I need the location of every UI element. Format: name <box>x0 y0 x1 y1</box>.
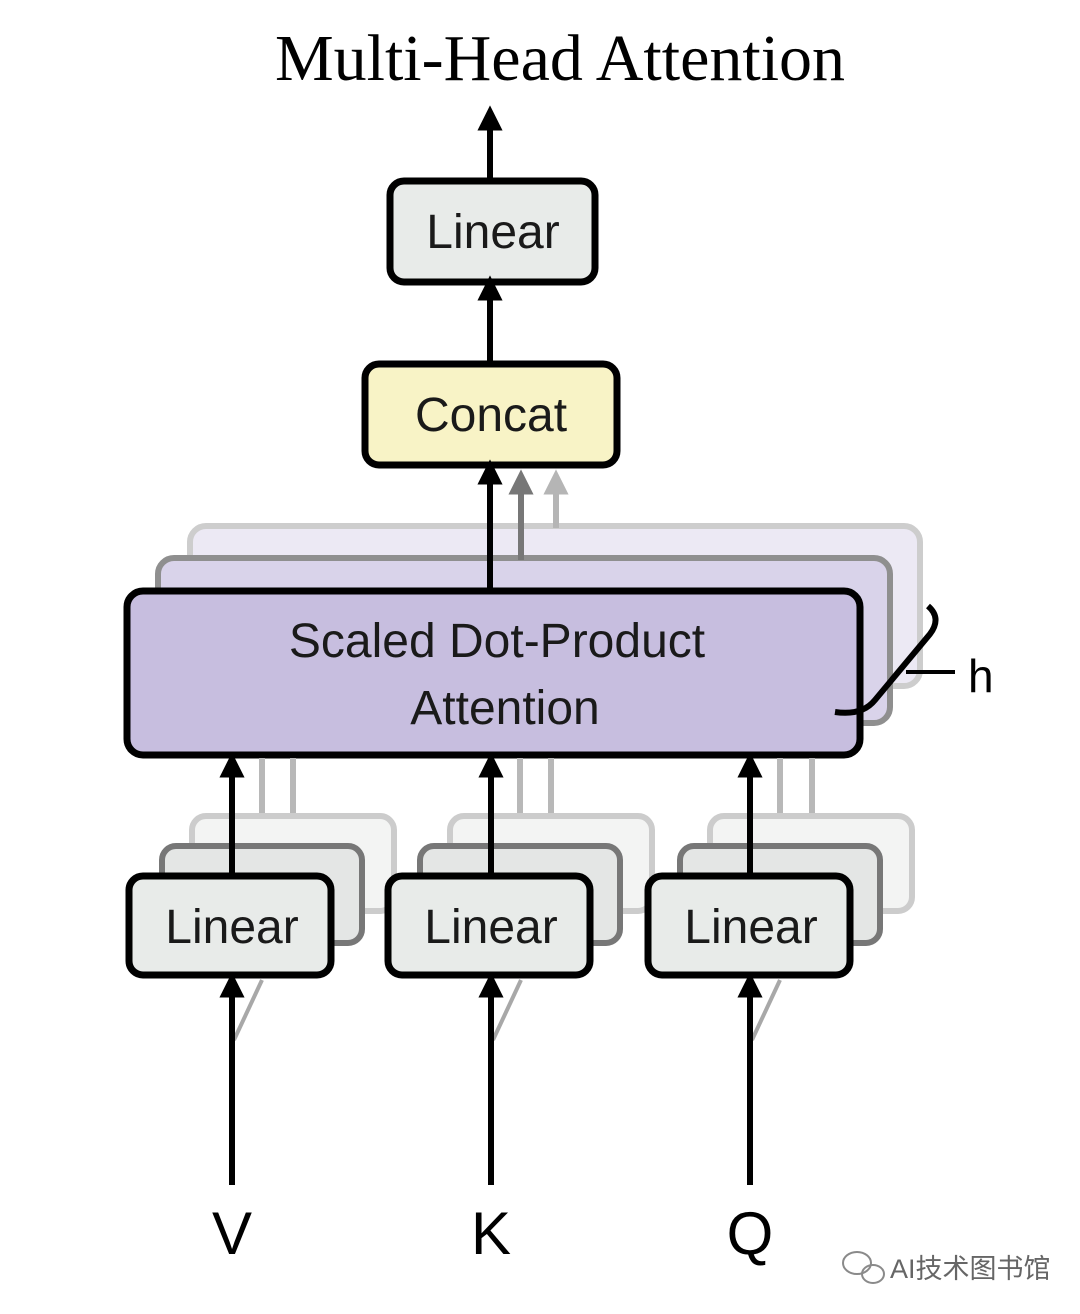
top-linear-label: Linear <box>426 206 559 259</box>
diagram-title: Multi-Head Attention <box>275 22 845 95</box>
linear-q-box: Linear <box>644 872 854 979</box>
attention-label-line2: Attention <box>410 682 599 735</box>
linear-v-box: Linear <box>125 872 335 979</box>
linear-q-label: Linear <box>684 901 817 954</box>
watermark: AI技术图书馆 <box>842 1251 1051 1284</box>
linear-v-label: Linear <box>165 901 298 954</box>
input-k-label: K <box>471 1200 511 1267</box>
input-q-label: Q <box>727 1200 774 1267</box>
concat-box: Concat <box>361 360 621 469</box>
watermark-text: AI技术图书馆 <box>890 1254 1051 1284</box>
attention-box: Scaled Dot-Product Attention <box>123 587 864 759</box>
linear-k-box: Linear <box>384 872 594 979</box>
concat-label: Concat <box>415 389 567 442</box>
heads-label: h <box>968 650 994 702</box>
input-v-label: V <box>212 1200 252 1267</box>
top-linear-box: Linear <box>386 177 599 286</box>
wechat-icon <box>842 1251 885 1284</box>
heads-brace <box>834 603 939 716</box>
input-branch-lines <box>232 979 782 1041</box>
attention-label-line1: Scaled Dot-Product <box>289 615 705 668</box>
linear-k-label: Linear <box>424 901 557 954</box>
